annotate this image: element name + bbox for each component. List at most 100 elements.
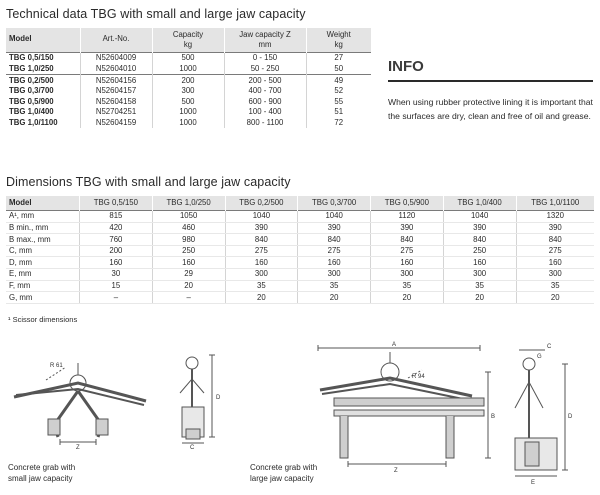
tech-cell: 300 — [152, 85, 225, 97]
dims-cell: 29 — [152, 268, 226, 281]
dims-cell: 840 — [225, 233, 299, 246]
tech-col-header-line1: Weight — [326, 30, 351, 40]
tech-col-header-line1: Model — [9, 34, 32, 44]
tech-cell: TBG 0,5/900 — [6, 96, 81, 107]
tech-cell: N52704251 — [80, 106, 153, 118]
dims-section-title: Dimensions TBG with small and large jaw … — [6, 175, 291, 189]
tech-cell: 50 - 250 — [224, 63, 307, 75]
caption-small-line1: Concrete grab with — [8, 463, 76, 472]
small-radius-label: R 61 — [50, 363, 63, 369]
info-box: INFO When using rubber protective lining… — [388, 54, 594, 146]
dims-cell: 390 — [443, 222, 517, 235]
dims-cell: 815 — [79, 210, 153, 223]
dims-cell: 20 — [225, 291, 299, 304]
dims-cell: 20 — [516, 291, 594, 304]
tech-cell: 800 - 1100 — [224, 117, 307, 129]
tech-cell: 50 — [334, 63, 344, 73]
small-grab-front-drawing: R 61 Z — [13, 363, 147, 450]
dims-cell: 840 — [443, 233, 517, 246]
dims-cell: 1040 — [225, 210, 299, 223]
dims-col-header: Model — [6, 196, 80, 211]
caption-small-jaw: Concrete grab with small jaw capacity — [8, 462, 75, 484]
tech-cell: 500 — [152, 96, 225, 107]
dims-col-header: TBG 1,0/400 — [443, 196, 517, 211]
tech-cell: N52604010 — [80, 63, 153, 75]
tech-cell: 200 — [152, 74, 225, 86]
dims-cell: 840 — [370, 233, 444, 246]
dims-cell: 160 — [370, 256, 444, 269]
dims-cell: 275 — [370, 245, 444, 258]
dims-col-header: TBG 0,5/150 — [79, 196, 153, 211]
tech-cell: 55 — [334, 96, 344, 106]
dims-cell: 15 — [79, 280, 153, 293]
dims-col-header: TBG 0,3/700 — [297, 196, 371, 211]
tech-cell: 72 — [334, 117, 344, 127]
large-grab-side-drawing: C G D E — [514, 344, 573, 486]
caption-large-line1: Concrete grab with — [250, 463, 318, 472]
dims-cell: 35 — [225, 280, 299, 293]
dims-cell: 300 — [225, 268, 299, 281]
dims-cell: F, mm — [6, 280, 80, 293]
tech-cell: 0 - 150 — [224, 51, 307, 64]
tech-cell: 49 — [306, 74, 371, 86]
dims-cell: D, mm — [6, 256, 80, 269]
dims-cell: 20 — [297, 291, 371, 304]
dims-cell: A¹, mm — [6, 210, 80, 223]
dims-cell: 35 — [370, 280, 444, 293]
tech-col-header: Model — [6, 28, 81, 53]
tech-cell: TBG 0,5/150 — [6, 51, 81, 64]
dims-cell: 1120 — [370, 210, 444, 223]
info-title: INFO — [388, 58, 424, 75]
dims-footnote: ¹ Scissor dimensions — [8, 315, 78, 324]
dims-cell: 35 — [443, 280, 517, 293]
dims-col-header: TBG 0,2/500 — [225, 196, 299, 211]
dims-cell: – — [152, 291, 226, 304]
dims-cell: 390 — [225, 222, 299, 235]
dims-cell: 160 — [79, 256, 153, 269]
dims-cell: 275 — [225, 245, 299, 258]
small-c-label: C — [190, 445, 195, 450]
tech-cell: 27 — [306, 51, 371, 64]
dims-cell: 160 — [152, 256, 226, 269]
large-e-label: E — [531, 480, 535, 486]
large-c-label: C — [547, 344, 552, 350]
dims-cell: 20 — [443, 291, 517, 304]
dims-cell: – — [79, 291, 153, 304]
tech-cell: TBG 1,0/1100 — [6, 117, 81, 129]
dims-cell: 160 — [297, 256, 371, 269]
dims-cell: 35 — [516, 280, 594, 293]
dims-cell: 275 — [297, 245, 371, 258]
dims-cell: 390 — [370, 222, 444, 235]
tech-cell: 51 — [334, 107, 344, 117]
tech-cell: 1000 — [152, 106, 225, 118]
dims-cell: 250 — [152, 245, 226, 258]
dims-cell: 300 — [516, 268, 594, 281]
tech-cell: 1000 — [152, 63, 225, 75]
large-b-label: B — [491, 414, 495, 420]
dims-cell: 300 — [370, 268, 444, 281]
tech-cell: TBG 0,2/500 — [6, 74, 81, 86]
dims-cell: 1320 — [516, 210, 594, 223]
tech-cell: 1000 — [152, 117, 225, 129]
dims-col-header: TBG 1,0/1100 — [531, 198, 580, 208]
dims-col-header: TBG 0,5/900 — [370, 196, 444, 211]
tech-col-header-line2: mm — [258, 40, 272, 49]
tech-col-header-line2: kg — [334, 40, 343, 49]
dims-cell: 840 — [516, 233, 594, 246]
dims-cell: B max., mm — [6, 233, 80, 246]
